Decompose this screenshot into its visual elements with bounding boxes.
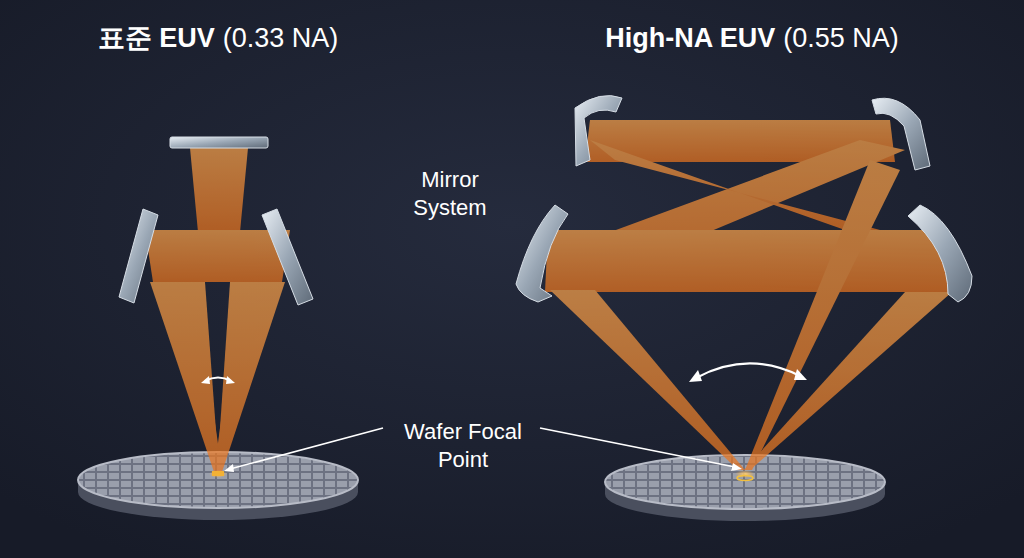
wafer-label: Wafer Focal Point — [398, 418, 528, 473]
mirror-top-left — [575, 96, 622, 166]
figure-title: 표준 EUV — [98, 22, 215, 56]
angle-arrow — [696, 363, 800, 378]
leader-line — [540, 428, 735, 467]
mirror-bottom-right — [908, 205, 972, 302]
standard-euv-figure — [78, 137, 358, 520]
label-group: Mirror System — [395, 166, 505, 221]
na-value: (0.55 NA) — [783, 22, 899, 56]
na-value: (0.33 NA) — [223, 22, 339, 56]
figure-title: High-NA EUV — [605, 22, 775, 56]
label-group: 표준 EUV(0.33 NA) — [98, 22, 339, 56]
mirror-bottom-left — [516, 205, 568, 302]
top-mirror — [170, 137, 268, 148]
right-mirror — [262, 209, 313, 305]
label-group: High-NA EUV(0.55 NA) — [605, 22, 899, 56]
mirror-top-right — [872, 98, 930, 170]
label-group: Wafer Focal Point — [398, 418, 528, 473]
high-na-euv-figure — [516, 96, 972, 521]
leader-line — [230, 428, 383, 469]
mirror-label: Mirror System — [395, 166, 505, 221]
left-mirror — [119, 209, 158, 303]
